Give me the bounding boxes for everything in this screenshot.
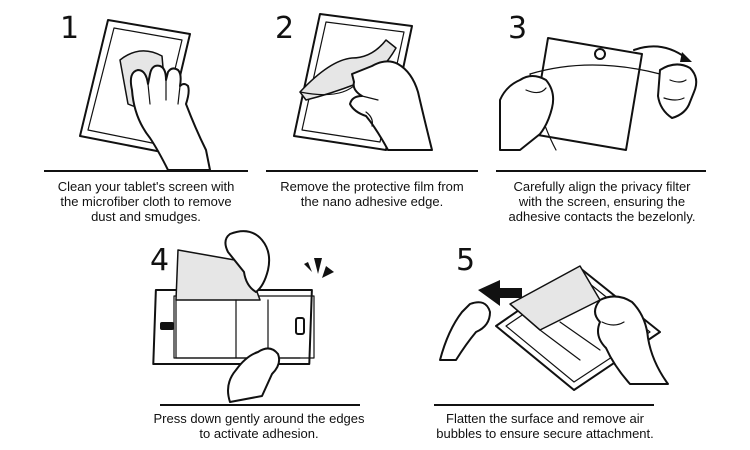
step-3-caption: Carefully align the privacy filter with … (508, 179, 696, 224)
hand-icon (349, 60, 433, 151)
step-5-illustration (439, 265, 669, 391)
click-indicator-icon (304, 258, 334, 278)
hand-top-icon (224, 230, 271, 293)
tablet-icon (152, 289, 315, 365)
hand-icon (129, 64, 211, 171)
step-3-number: 3 (508, 11, 528, 46)
hand-right-icon (594, 295, 669, 385)
step-2-divider (266, 170, 478, 172)
step-2-illustration (293, 13, 433, 151)
pull-arrow-icon (478, 280, 522, 306)
step-4-divider (160, 404, 360, 406)
hand-bottom-icon (227, 347, 281, 403)
hand-left-icon (499, 75, 555, 151)
step-5-caption: Flatten the surface and remove air bubbl… (436, 411, 654, 441)
camera-icon (594, 48, 606, 60)
step-1-illustration (79, 19, 211, 171)
step-1-caption: Clean your tablet's screen with the micr… (57, 179, 235, 224)
adhesive-tab-icon (160, 322, 174, 330)
step-4-number: 4 (150, 243, 170, 278)
step-3-illustration (499, 37, 698, 151)
camera-icon (295, 317, 305, 335)
hand-left-icon (439, 301, 491, 361)
step-2-number: 2 (275, 11, 295, 46)
step-5-divider (434, 404, 654, 406)
arrow-icon (633, 45, 692, 62)
step-2-caption: Remove the protective film from the nano… (280, 179, 464, 209)
step-1-number: 1 (60, 11, 80, 46)
step-4-illustration (152, 230, 334, 403)
step-4-caption: Press down gently around the edges to ac… (153, 411, 365, 441)
step-5-number: 5 (456, 243, 476, 278)
hand-right-icon (657, 63, 698, 119)
step-1-divider (44, 170, 248, 172)
step-3-divider (496, 170, 706, 172)
